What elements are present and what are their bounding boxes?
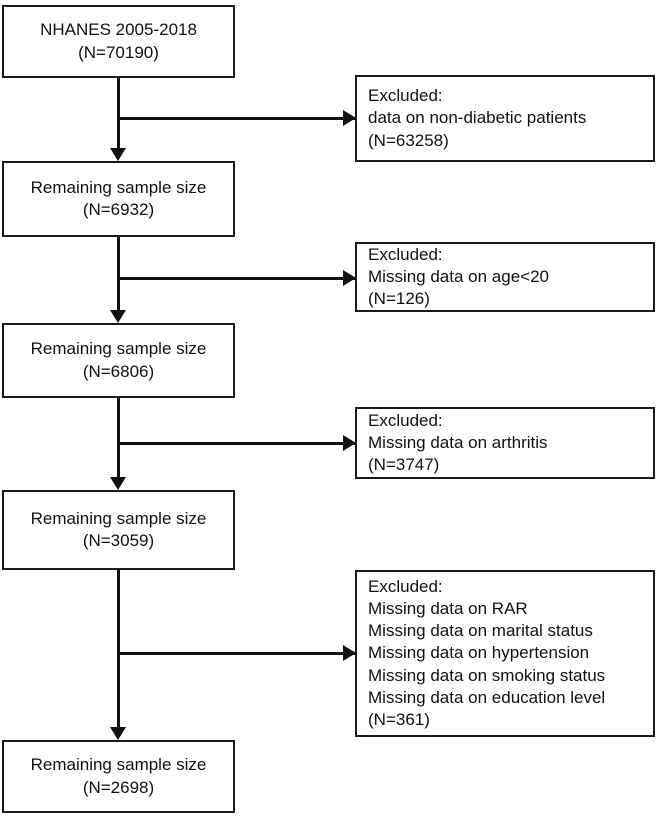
excluded-4-reason-3: Missing data on hypertension — [368, 643, 590, 663]
excluded-2-heading: Excluded: — [368, 244, 443, 264]
node-remaining-4-line2: (N=2698) — [82, 777, 155, 797]
node-remaining-3-line1: Remaining sample size — [30, 508, 207, 528]
connector-branch-4 — [117, 652, 355, 655]
excluded-2-count: (N=126) — [368, 289, 430, 309]
node-remaining-2-line1: Remaining sample size — [30, 339, 207, 359]
excluded-4-count: (N=361) — [368, 709, 430, 729]
node-excluded-2: Excluded: Missing data on age<20 (N=126) — [355, 242, 655, 312]
arrow-down-2 — [110, 310, 126, 323]
connector-vertical-1 — [117, 78, 120, 150]
connector-vertical-2 — [117, 237, 120, 311]
excluded-3-reason-1: Missing data on arthritis — [368, 432, 548, 452]
connector-branch-3 — [117, 442, 355, 445]
arrow-right-4 — [343, 645, 356, 661]
arrow-down-1 — [110, 148, 126, 161]
excluded-3-heading: Excluded: — [368, 410, 443, 430]
node-remaining-4-line1: Remaining sample size — [30, 755, 207, 775]
arrow-right-2 — [343, 270, 356, 286]
node-remaining-2-line2: (N=6806) — [82, 361, 155, 381]
node-remaining-4: Remaining sample size (N=2698) — [2, 740, 235, 813]
arrow-right-3 — [343, 435, 356, 451]
node-source: NHANES 2005-2018 (N=70190) — [2, 5, 235, 78]
connector-vertical-3 — [117, 398, 120, 478]
connector-branch-2 — [117, 277, 355, 280]
excluded-3-count: (N=3747) — [368, 455, 440, 475]
excluded-4-heading: Excluded: — [368, 577, 443, 597]
excluded-2-reason-1: Missing data on age<20 — [368, 266, 549, 286]
node-excluded-1: Excluded: data on non-diabetic patients … — [355, 75, 655, 162]
node-remaining-1: Remaining sample size (N=6932) — [2, 161, 235, 237]
excluded-1-heading: Excluded: — [368, 86, 443, 106]
node-remaining-1-line2: (N=6932) — [82, 200, 155, 219]
excluded-4-reason-2: Missing data on marital status — [368, 621, 593, 641]
node-excluded-4: Excluded: Missing data on RAR Missing da… — [355, 570, 655, 737]
excluded-4-reason-1: Missing data on RAR — [368, 599, 528, 619]
excluded-1-reason-1: data on non-diabetic patients — [368, 108, 587, 128]
arrow-down-4 — [110, 727, 126, 740]
arrow-down-3 — [110, 477, 126, 490]
excluded-4-reason-5: Missing data on education level — [368, 687, 606, 707]
node-remaining-2: Remaining sample size (N=6806) — [2, 323, 235, 398]
connector-vertical-4 — [117, 570, 120, 728]
node-source-line1: NHANES 2005-2018 — [40, 20, 197, 40]
node-remaining-1-line1: Remaining sample size — [30, 177, 207, 197]
node-source-line2: (N=70190) — [78, 42, 159, 62]
node-remaining-3: Remaining sample size (N=3059) — [2, 490, 235, 570]
node-excluded-3: Excluded: Missing data on arthritis (N=3… — [355, 407, 655, 479]
node-remaining-3-line2: (N=3059) — [82, 531, 155, 550]
excluded-1-count: (N=63258) — [368, 130, 449, 150]
connector-branch-1 — [117, 117, 355, 120]
arrow-right-1 — [343, 110, 356, 126]
excluded-4-reason-4: Missing data on smoking status — [368, 665, 606, 685]
